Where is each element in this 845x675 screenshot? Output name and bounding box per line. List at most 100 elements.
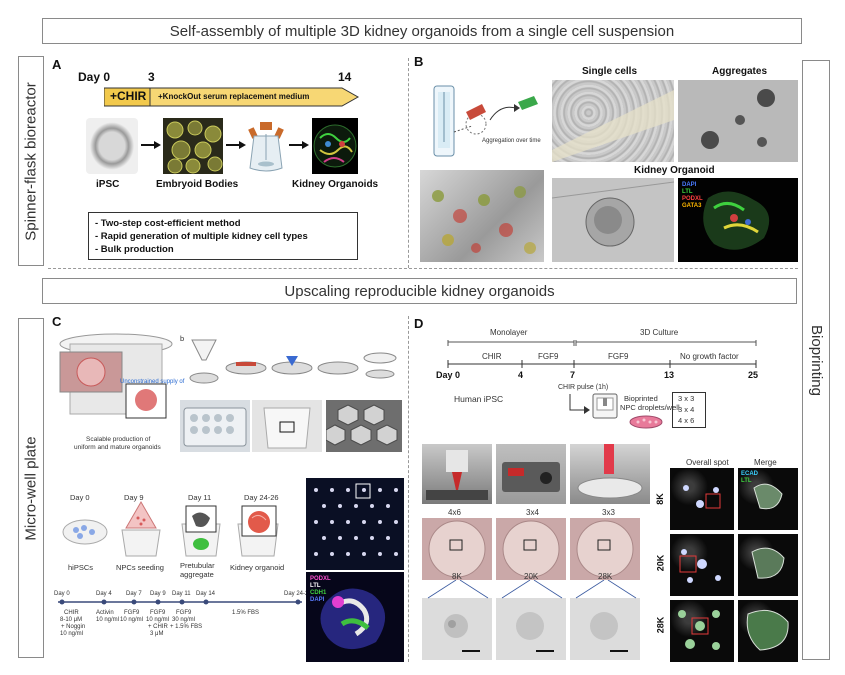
stage-label-embryoid-bodies: Embryoid Bodies <box>156 179 239 190</box>
well-photo-4x6 <box>422 518 492 580</box>
bioreactor-diagram <box>433 85 538 157</box>
timeline-day: Day 4 <box>96 591 112 597</box>
row-label: 8K <box>654 493 665 505</box>
panel-c-sub-b: b <box>180 334 185 343</box>
condition-text: + 1.5% FBS <box>170 624 203 630</box>
cell-count-label: 28K <box>598 572 613 581</box>
stage-day: Day 9 <box>124 493 144 502</box>
bioprinter-photo-3 <box>570 444 650 504</box>
arrow-icon <box>226 141 246 149</box>
timeline-day: Day 11 <box>172 591 191 597</box>
kidney-organoid-image <box>312 118 358 174</box>
side-label-bioprinting-text: Bioprinting <box>807 324 825 396</box>
overall-spot-title: Overall spot <box>686 458 729 467</box>
aggregation-label: Aggregation over time <box>482 138 541 144</box>
zoom-connector-lines <box>427 580 637 599</box>
format-label: 3x4 <box>526 508 539 517</box>
condition-text: 3 μM <box>150 631 164 637</box>
bullet-item: - Rapid generation of multiple kidney ce… <box>95 231 308 242</box>
panel-a-chir-label: +CHIR <box>110 89 147 103</box>
assembly-steps-illustration <box>189 339 397 384</box>
panel-a-letter: A <box>52 57 62 72</box>
grid-option: 3 x 4 <box>678 405 695 414</box>
timeline-day: Day 14 <box>196 591 216 597</box>
merge-28k <box>738 600 798 662</box>
stain-label-cdh1: CDH1 <box>310 590 327 596</box>
stage-day: Day 0 <box>70 493 90 502</box>
side-label-bioprinting: Bioprinting <box>802 60 830 660</box>
droplet-zoom-2 <box>496 598 566 660</box>
merge-20k <box>738 534 798 596</box>
stain-label-ltl: LTL <box>741 478 752 484</box>
hipsc-dish-illustration <box>62 519 108 545</box>
droplet-zoom-1 <box>422 598 492 660</box>
bioprinter-photo-2 <box>496 444 566 504</box>
d-day: 13 <box>664 370 675 380</box>
condition-text: 10 ng/ml <box>120 617 144 623</box>
side-label-microwell: Micro-well plate <box>18 318 44 658</box>
arrow-icon <box>141 141 161 149</box>
human-ipsc-label: Human iPSC <box>454 394 504 404</box>
microwell-plate-photo <box>180 400 250 452</box>
panel-a-day0: Day 0 <box>78 70 111 84</box>
bioprinted-label: Bioprinted <box>624 394 658 403</box>
npc-droplets-label: NPC droplets/well <box>620 403 680 412</box>
aggregates-title: Aggregates <box>712 66 768 77</box>
stain-label-dapi: DAPI <box>682 182 697 188</box>
panel-a-summary-box: - Two-step cost-efficient method - Rapid… <box>88 212 358 260</box>
droplet-zoom-3 <box>570 598 640 660</box>
bullet-item: - Bulk production <box>95 244 174 255</box>
stain-label-dapi: DAPI <box>310 597 325 603</box>
phase-monolayer: Monolayer <box>490 328 528 337</box>
merge-title: Merge <box>754 458 777 467</box>
well-plate-icon <box>629 415 663 429</box>
phase-fgf9-b: FGF9 <box>608 352 629 361</box>
overall-spot-28k <box>670 600 734 662</box>
stage-label-kidney-organoids: Kidney Organoids <box>292 179 379 190</box>
condition-text: 8-10 μM <box>60 617 83 623</box>
condition-text: 10 ng/ml <box>60 631 84 637</box>
condition-text: + Noggin <box>61 624 86 630</box>
side-label-microwell-text: Micro-well plate <box>22 435 40 541</box>
d-day: 4 <box>518 370 524 380</box>
stage-label: Kidney organoid <box>230 563 285 572</box>
condition-text: 10 ng/ml <box>96 617 120 623</box>
d-day0: Day 0 <box>436 370 461 380</box>
kidney-organoid-brightfield <box>552 178 674 262</box>
row-label: 20K <box>655 554 666 572</box>
pretubular-illustration <box>181 505 221 557</box>
grid-option: 3 x 3 <box>678 394 695 403</box>
microwell-insert-illustration <box>59 333 173 419</box>
stage-label: Pretubular <box>180 561 215 570</box>
organoid-stain-image <box>306 572 404 662</box>
phase-chir: CHIR <box>482 352 502 361</box>
d-day: 25 <box>748 370 759 380</box>
panel-a-day14: 14 <box>338 70 352 84</box>
chir-pulse-arrow <box>569 394 590 414</box>
kidney-organoid-illustration <box>237 505 279 557</box>
condition-text: FGF9 <box>150 610 166 616</box>
section-subtitle-text: Upscaling reproducible kidney organoids <box>284 282 555 300</box>
uniform-label: uniform and mature organoids <box>74 444 161 451</box>
aggregates-image <box>678 80 798 162</box>
overall-spot-8k <box>670 468 734 530</box>
phase-fgf9-a: FGF9 <box>538 352 559 361</box>
panel-a-medium-label: +KnockOut serum replacement medium <box>158 92 310 101</box>
condition-text: Activin <box>96 610 114 616</box>
unconstrained-label: Unconstrained supply of <box>120 379 185 385</box>
condition-text: + CHIR <box>148 624 168 630</box>
stage-label-aggregate: aggregate <box>180 570 214 579</box>
stain-label-gata3: GATA3 <box>682 203 702 209</box>
bioprinter-photo-1 <box>422 444 492 504</box>
condition-text: 10 ng/ml <box>146 617 170 623</box>
microwell-sem-image <box>326 400 402 452</box>
format-label: 3x3 <box>602 508 615 517</box>
bullet-item: - Two-step cost-efficient method <box>95 218 241 229</box>
figure-title-text: Self-assembly of multiple 3D kidney orga… <box>169 22 675 40</box>
panel-a-timeline-arrow <box>104 87 360 107</box>
condition-text: FGF9 <box>176 610 192 616</box>
condition-text: CHIR <box>64 610 79 616</box>
timeline-day: Day 7 <box>126 591 142 597</box>
panel-c-timeline <box>58 599 302 605</box>
section-subtitle: Upscaling reproducible kidney organoids <box>42 278 797 304</box>
